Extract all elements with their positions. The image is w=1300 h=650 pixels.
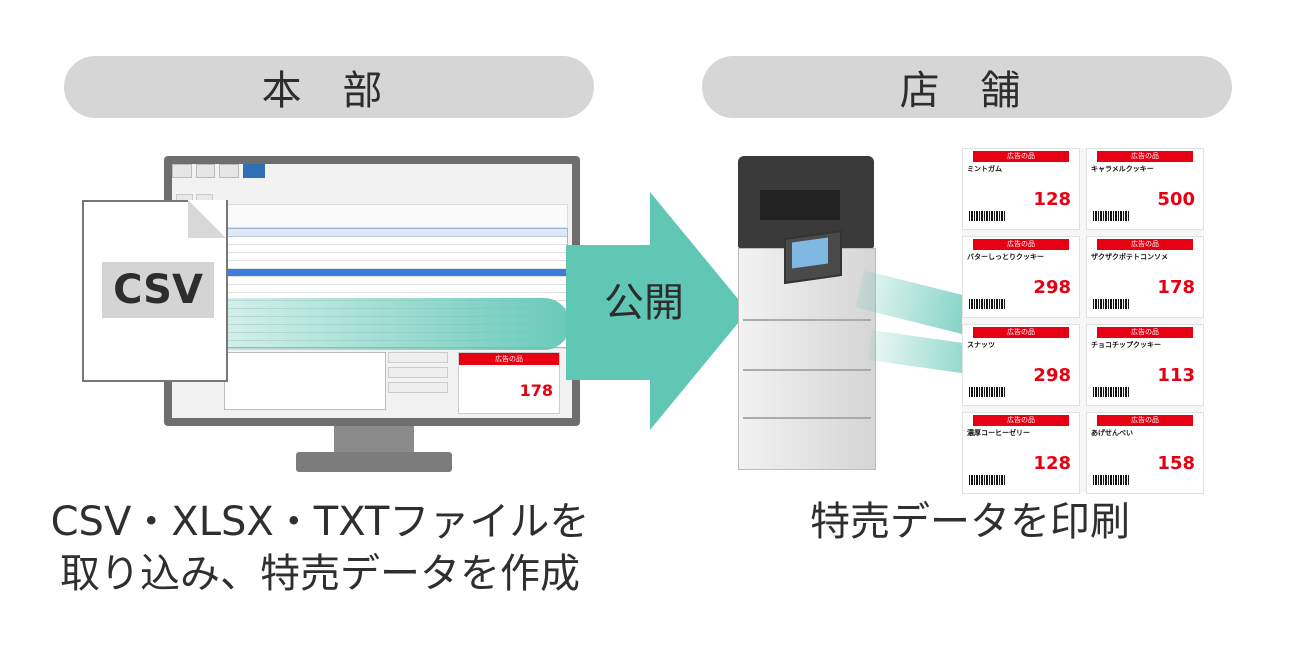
publish-label: 公開 bbox=[604, 280, 684, 326]
price-tag: 広告の品 スナッツ 298 bbox=[962, 324, 1080, 406]
price-tag: 広告の品 あげせんべい 158 bbox=[1086, 412, 1204, 494]
tag-header: 広告の品 bbox=[1097, 415, 1193, 426]
panel-button bbox=[388, 367, 448, 378]
app-title-bar bbox=[172, 166, 572, 176]
printer-drawer-line bbox=[743, 319, 871, 321]
grid-row-selected bbox=[225, 269, 567, 277]
monitor-base bbox=[296, 452, 452, 472]
app-toolbar bbox=[176, 204, 568, 228]
monitor-stand bbox=[334, 426, 414, 454]
tag-product-name: あげせんべい bbox=[1091, 429, 1133, 437]
barcode-icon bbox=[1093, 211, 1129, 221]
tag-header: 広告の品 bbox=[973, 239, 1069, 250]
panel-button bbox=[388, 382, 448, 393]
tag-header: 広告の品 bbox=[1097, 151, 1193, 162]
barcode-icon bbox=[969, 387, 1005, 397]
grid-header bbox=[225, 229, 567, 237]
tag-price: 298 bbox=[1033, 365, 1071, 386]
headquarters-caption-line1: CSV・XLSX・TXTファイルを bbox=[50, 499, 590, 545]
nav-item bbox=[172, 164, 192, 178]
app-nav bbox=[172, 164, 572, 178]
csv-label: CSV bbox=[102, 262, 214, 318]
barcode-icon bbox=[969, 211, 1005, 221]
text-panel bbox=[224, 352, 386, 410]
printed-tag-sheet: 広告の品 ミントガム 128 広告の品 キャラメルクッキー 500 広告の品 バ… bbox=[962, 148, 1204, 494]
headquarters-caption: CSV・XLSX・TXTファイルを 取り込み、特売データを作成 bbox=[20, 496, 620, 600]
nav-item bbox=[195, 164, 216, 178]
grid-row bbox=[225, 253, 567, 261]
tag-price: 500 bbox=[1157, 189, 1195, 210]
tag-product-name: ミントガム bbox=[967, 165, 1002, 173]
tag-header: 広告の品 bbox=[973, 151, 1069, 162]
price-tag: 広告の品 ザクザクポテトコンソメ 178 bbox=[1086, 236, 1204, 318]
tag-price: 298 bbox=[1033, 277, 1071, 298]
tag-header: 広告の品 bbox=[973, 415, 1069, 426]
price-tag: 広告の品 バターしっとりクッキー 298 bbox=[962, 236, 1080, 318]
publish-arrow-body bbox=[566, 245, 652, 380]
nav-item bbox=[219, 164, 239, 178]
price-tag: 広告の品 キャラメルクッキー 500 bbox=[1086, 148, 1204, 230]
tag-product-name: キャラメルクッキー bbox=[1091, 165, 1154, 173]
tag-product-name: スナッツ bbox=[967, 341, 995, 349]
price-tag: 広告の品 濃厚コーヒーゼリー 128 bbox=[962, 412, 1080, 494]
printer-drawer-line bbox=[743, 369, 871, 371]
publish-arrow-head bbox=[650, 192, 748, 430]
grid-row bbox=[225, 237, 567, 245]
price-tag: 広告の品 チョコチップクッキー 113 bbox=[1086, 324, 1204, 406]
printer-icon bbox=[738, 156, 876, 470]
barcode-icon bbox=[1093, 475, 1129, 485]
store-caption: 特売データを印刷 bbox=[810, 499, 1130, 545]
grid-row bbox=[225, 245, 567, 253]
tag-price: 178 bbox=[1157, 277, 1195, 298]
price-tag: 広告の品 ミントガム 128 bbox=[962, 148, 1080, 230]
file-fold-icon bbox=[188, 200, 226, 238]
headquarters-caption-line2: 取り込み、特売データを作成 bbox=[60, 551, 580, 597]
printer-panel-screen bbox=[792, 237, 828, 269]
store-label: 店 舗 bbox=[702, 56, 1232, 118]
nav-item-active bbox=[242, 164, 266, 178]
grid-row bbox=[225, 261, 567, 269]
tag-header: 広告の品 bbox=[1097, 239, 1193, 250]
preview-tag-price: 178 bbox=[519, 381, 553, 400]
button-stack bbox=[388, 352, 448, 408]
grid-row bbox=[225, 277, 567, 285]
tag-header: 広告の品 bbox=[973, 327, 1069, 338]
preview-tag-header: 広告の品 bbox=[459, 353, 559, 365]
tag-product-name: ザクザクポテトコンソメ bbox=[1091, 253, 1168, 261]
tag-header: 広告の品 bbox=[1097, 327, 1193, 338]
tag-price: 158 bbox=[1157, 453, 1195, 474]
preview-tag: 広告の品 178 bbox=[458, 352, 560, 414]
tag-price: 128 bbox=[1033, 189, 1071, 210]
barcode-icon bbox=[969, 475, 1005, 485]
app-screenshot: 広告の品 178 bbox=[172, 164, 572, 418]
headquarters-label: 本 部 bbox=[64, 56, 594, 118]
grid-row bbox=[225, 285, 567, 293]
tag-price: 128 bbox=[1033, 453, 1071, 474]
tag-price: 113 bbox=[1157, 365, 1195, 386]
barcode-icon bbox=[1093, 299, 1129, 309]
barcode-icon bbox=[1093, 387, 1129, 397]
printer-drawer-line bbox=[743, 417, 871, 419]
tag-product-name: 濃厚コーヒーゼリー bbox=[967, 429, 1030, 437]
printer-slot bbox=[760, 190, 840, 220]
panel-button bbox=[388, 352, 448, 363]
tag-product-name: バターしっとりクッキー bbox=[967, 253, 1044, 261]
printer-body bbox=[738, 248, 876, 470]
import-arrow bbox=[210, 298, 570, 350]
barcode-icon bbox=[969, 299, 1005, 309]
tag-product-name: チョコチップクッキー bbox=[1091, 341, 1161, 349]
